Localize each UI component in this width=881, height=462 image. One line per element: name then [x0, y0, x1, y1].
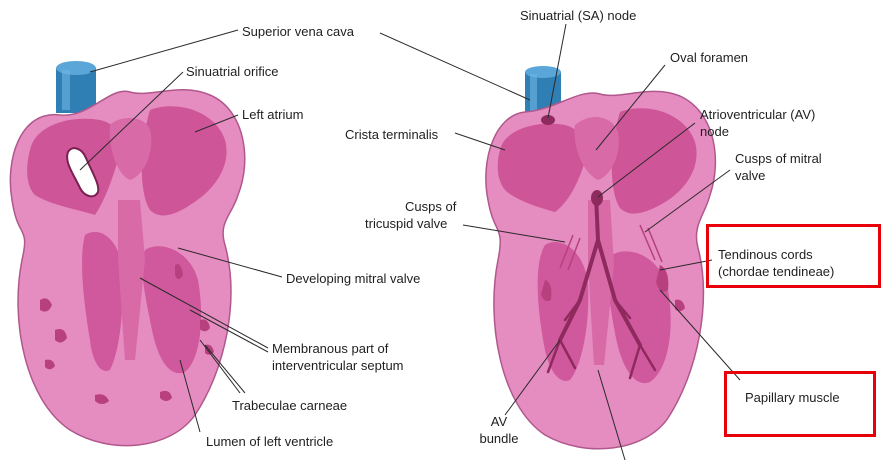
label-mitral-cusps-line2: valve — [735, 168, 765, 183]
label-av-node-line1: Atrioventricular (AV) — [700, 107, 815, 122]
label-av-bundle-line2: bundle — [474, 431, 524, 446]
label-av-node-line2: node — [700, 124, 729, 139]
highlight-box-papillary-muscle — [724, 371, 876, 437]
label-crista-terminalis: Crista terminalis — [345, 127, 438, 142]
label-oval-foramen: Oval foramen — [670, 50, 748, 65]
label-left-atrium: Left atrium — [242, 107, 303, 122]
label-superior-vena-cava: Superior vena cava — [242, 24, 354, 39]
label-sa-node: Sinuatrial (SA) node — [520, 8, 636, 23]
label-sinuatrial-orifice: Sinuatrial orifice — [186, 64, 279, 79]
label-membranous-septum-line2: interventricular septum — [272, 358, 404, 373]
label-mitral-cusps-line1: Cusps of mitral — [735, 151, 822, 166]
label-trabeculae-carneae: Trabeculae carneae — [232, 398, 347, 413]
label-tricuspid-line2: tricuspid valve — [365, 216, 447, 231]
av-node-shape — [591, 190, 603, 206]
left-vena-cava-vessel — [56, 61, 96, 113]
label-av-bundle-line1: AV — [479, 414, 519, 429]
highlight-box-tendinous-cords — [706, 224, 881, 288]
label-lumen-left-ventricle: Lumen of left ventricle — [206, 434, 333, 449]
label-tricuspid-line1: Cusps of — [405, 199, 456, 214]
left-heart — [10, 61, 244, 446]
right-heart — [486, 66, 716, 449]
label-membranous-septum-line1: Membranous part of — [272, 341, 388, 356]
label-developing-mitral-valve: Developing mitral valve — [286, 271, 420, 286]
